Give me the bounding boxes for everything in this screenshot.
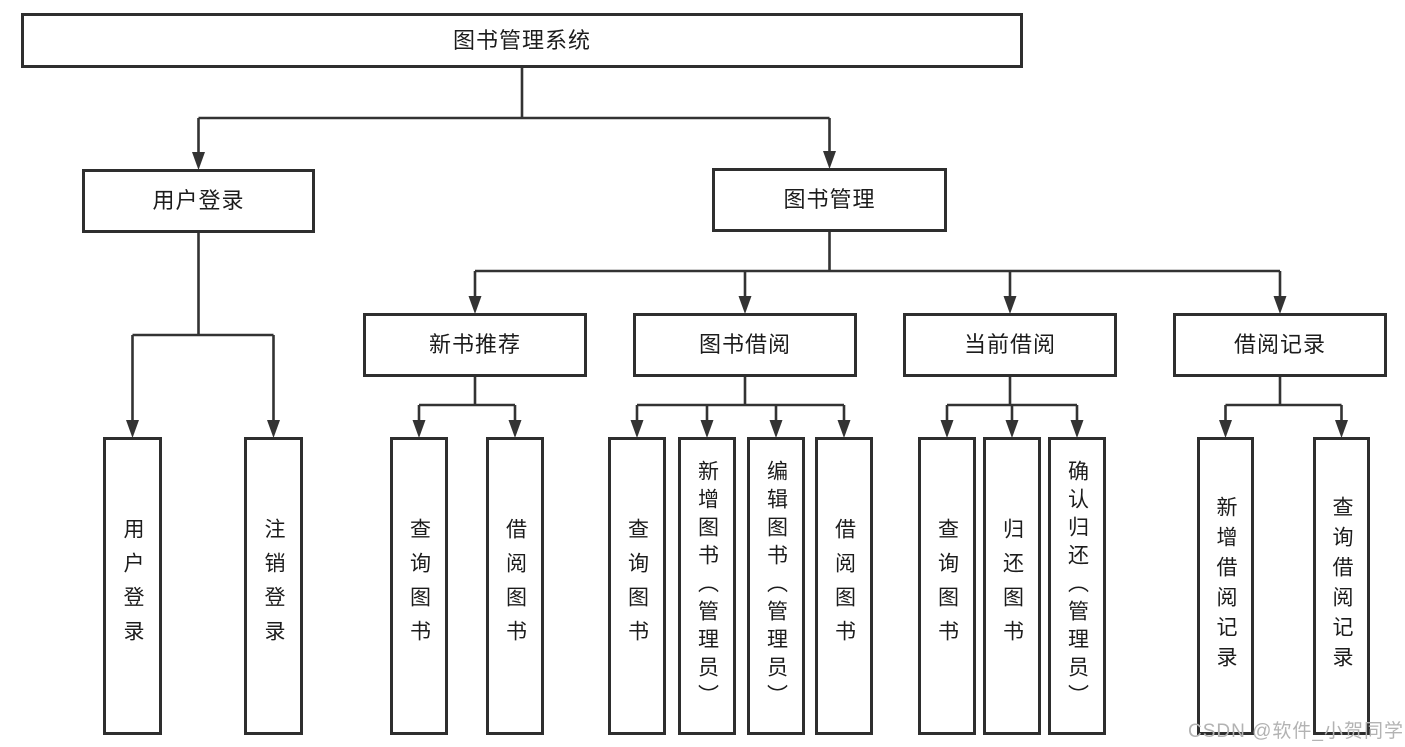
arrowhead-icon <box>192 152 205 170</box>
arrowhead-icon <box>468 296 482 314</box>
node-cb-query: 查询图书 <box>918 437 976 735</box>
node-nbr-borrow: 借阅图书 <box>486 437 544 735</box>
arrowhead-icon <box>1335 420 1348 438</box>
node-label: 借阅图书 <box>832 518 856 654</box>
node-label: 新增图书（管理员） <box>695 460 719 712</box>
node-br-add: 新增借阅记录 <box>1197 437 1254 735</box>
node-bb-edit: 编辑图书（管理员） <box>747 437 805 735</box>
node-ul-logout: 注销登录 <box>244 437 303 735</box>
arrowhead-icon <box>738 296 752 314</box>
node-label: 查询图书 <box>935 518 959 654</box>
node-br-query: 查询借阅记录 <box>1313 437 1370 735</box>
node-label: 新书推荐 <box>428 332 521 358</box>
edge-user-login <box>126 233 280 438</box>
node-bb-add: 新增图书（管理员） <box>678 437 736 735</box>
node-label: 借阅记录 <box>1233 332 1326 358</box>
arrowhead-icon <box>1005 420 1019 438</box>
node-label: 图书借阅 <box>698 332 791 358</box>
node-label: 查询借阅记录 <box>1330 496 1353 676</box>
arrowhead-icon <box>126 420 139 438</box>
node-label: 新增借阅记录 <box>1214 496 1237 676</box>
arrowhead-icon <box>630 420 644 438</box>
node-book-mgmt: 图书管理 <box>712 168 947 232</box>
node-label: 确认归还（管理员） <box>1065 460 1089 712</box>
node-label: 编辑图书（管理员） <box>764 460 788 712</box>
arrowhead-icon <box>1070 420 1084 438</box>
watermark-text: CSDN @软件_小贺同学 <box>1188 721 1404 742</box>
edge-new-book-rec <box>412 377 522 438</box>
arrowhead-icon <box>823 151 836 169</box>
arrowhead-icon <box>837 420 851 438</box>
node-label: 用户登录 <box>121 518 144 654</box>
arrowhead-icon <box>508 420 522 438</box>
arrowhead-icon <box>769 420 783 438</box>
arrowhead-icon <box>1003 296 1017 314</box>
node-label: 当前借阅 <box>963 332 1056 358</box>
node-bb-query: 查询图书 <box>608 437 666 735</box>
node-nbr-query: 查询图书 <box>390 437 448 735</box>
node-label: 图书管理系统 <box>452 27 591 53</box>
node-bb-borrow: 借阅图书 <box>815 437 873 735</box>
node-ul-login: 用户登录 <box>103 437 162 735</box>
arrowhead-icon <box>267 420 280 438</box>
arrowhead-icon <box>1219 420 1232 438</box>
node-label: 查询图书 <box>407 518 431 654</box>
node-current-borrow: 当前借阅 <box>903 313 1117 377</box>
node-label: 图书管理 <box>783 187 876 213</box>
node-label: 用户登录 <box>152 188 245 214</box>
node-label: 归还图书 <box>1000 518 1024 654</box>
arrowhead-icon <box>1273 296 1287 314</box>
node-label: 注销登录 <box>262 518 285 654</box>
edge-current-borrow <box>940 377 1084 438</box>
node-cb-return: 归还图书 <box>983 437 1041 735</box>
node-label: 查询图书 <box>625 518 649 654</box>
edge-book-mgmt <box>468 232 1287 314</box>
edge-borrow-records <box>1219 377 1348 438</box>
node-borrow-records: 借阅记录 <box>1173 313 1387 377</box>
node-cb-confirm: 确认归还（管理员） <box>1048 437 1106 735</box>
node-user-login: 用户登录 <box>82 169 315 233</box>
node-root: 图书管理系统 <box>21 13 1023 68</box>
node-book-borrow: 图书借阅 <box>633 313 857 377</box>
edge-root <box>192 68 836 170</box>
arrowhead-icon <box>412 420 426 438</box>
node-new-book-rec: 新书推荐 <box>363 313 587 377</box>
node-label: 借阅图书 <box>503 518 527 654</box>
edge-book-borrow <box>630 377 851 438</box>
arrowhead-icon <box>700 420 714 438</box>
arrowhead-icon <box>940 420 954 438</box>
